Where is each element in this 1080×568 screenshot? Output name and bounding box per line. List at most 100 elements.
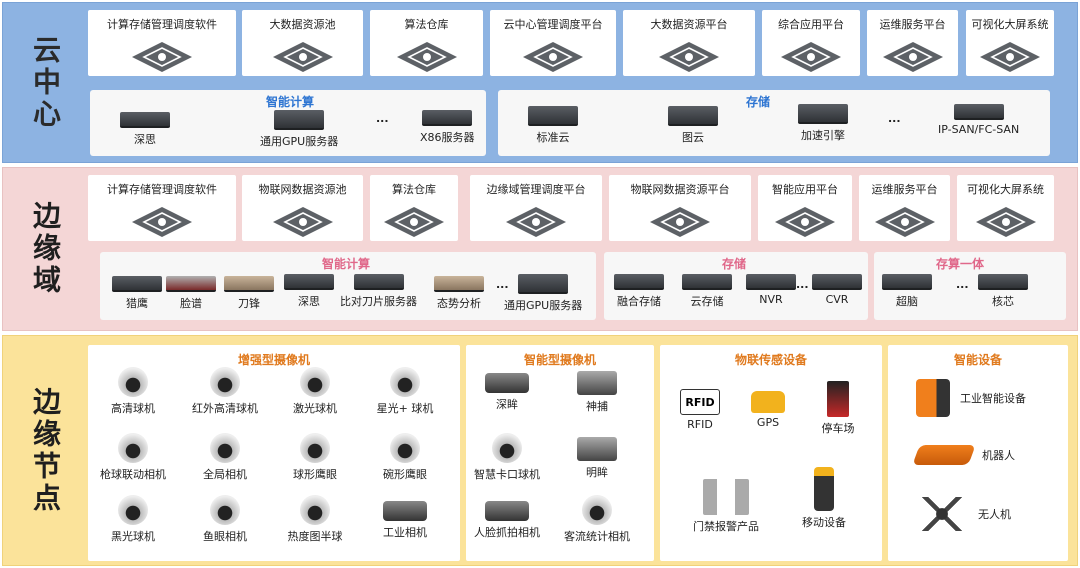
camera-item[interactable]: 热度图半球 <box>280 495 350 544</box>
edge-compute-panel: 智能计算猎鹰脸谱刀锋深思比对刀片服务器态势分析...通用GPU服务器 <box>100 252 596 320</box>
device[interactable]: 比对刀片服务器 <box>340 274 417 309</box>
device[interactable]: NVR <box>746 274 796 306</box>
camera-item[interactable]: 球形鹰眼 <box>280 433 350 482</box>
platform-icon-wrap <box>657 40 721 78</box>
camera-item[interactable]: 工业相机 <box>370 495 440 540</box>
device-label: 深思 <box>134 133 156 146</box>
iot-item[interactable]: GPS <box>732 391 804 429</box>
parking-icon <box>827 381 849 417</box>
device[interactable]: IP-SAN/FC-SAN <box>938 104 1019 136</box>
software-box[interactable]: 计算存储管理调度软件 <box>88 175 236 241</box>
camera-item[interactable]: 高清球机 <box>98 367 168 416</box>
device[interactable]: 标准云 <box>528 106 578 145</box>
camera-dome-icon <box>300 433 330 463</box>
camera-item[interactable]: 客流统计相机 <box>562 495 632 544</box>
software-box[interactable]: 计算存储管理调度软件 <box>88 10 236 76</box>
camera-item[interactable]: 黑光球机 <box>98 495 168 544</box>
device[interactable]: 通用GPU服务器 <box>260 110 338 149</box>
camera-item[interactable]: 明眸 <box>562 433 632 480</box>
camera-bullet-icon <box>485 373 529 393</box>
server-icon <box>353 274 404 290</box>
software-box[interactable]: 物联网数据资源平台 <box>609 175 751 241</box>
device[interactable]: 深思 <box>284 274 334 309</box>
device[interactable]: ... <box>376 98 389 125</box>
device[interactable]: 图云 <box>668 106 718 145</box>
platform-icon-wrap <box>271 205 335 243</box>
ellipsis: ... <box>888 112 901 125</box>
iot-item[interactable]: 移动设备 <box>788 467 860 530</box>
camera-item[interactable]: 全局相机 <box>190 433 260 482</box>
camera-item[interactable]: 星光+ 球机 <box>370 367 440 416</box>
software-box[interactable]: 综合应用平台 <box>762 10 860 76</box>
device[interactable]: 脸谱 <box>166 276 216 311</box>
smart-device-item[interactable]: 工业智能设备 <box>916 379 1026 417</box>
device[interactable]: 核芯 <box>978 274 1028 309</box>
industrial-device-icon <box>916 379 950 417</box>
server-icon <box>120 112 170 128</box>
camera-item[interactable]: 枪球联动相机 <box>98 433 168 482</box>
device[interactable]: ... <box>796 264 809 291</box>
software-label: 可视化大屏系统 <box>967 183 1044 196</box>
camera-item[interactable]: 神捕 <box>562 367 632 414</box>
camera-item[interactable]: 深眸 <box>472 367 542 412</box>
camera-item[interactable]: 激光球机 <box>280 367 350 416</box>
camera-item[interactable]: 红外高清球机 <box>190 367 260 416</box>
software-box[interactable]: 可视化大屏系统 <box>957 175 1054 241</box>
platform-icon-wrap <box>504 205 568 243</box>
device[interactable]: 深思 <box>120 112 170 147</box>
device[interactable]: ... <box>888 98 901 125</box>
device-label: 态势分析 <box>437 297 481 310</box>
device-label: 脸谱 <box>180 297 202 310</box>
camera-item[interactable]: 智慧卡口球机 <box>472 433 542 482</box>
software-box[interactable]: 云中心管理调度平台 <box>490 10 616 76</box>
device[interactable]: X86服务器 <box>420 110 475 145</box>
platform-icon-wrap <box>130 205 194 243</box>
device[interactable]: 刀锋 <box>224 276 274 311</box>
device[interactable]: 加速引擎 <box>798 104 848 143</box>
device[interactable]: ... <box>956 264 969 291</box>
software-label: 边缘域管理调度平台 <box>486 183 586 196</box>
smart-device-item[interactable]: 机器人 <box>912 445 1015 465</box>
smart-device-item[interactable]: 无人机 <box>916 497 1011 531</box>
device[interactable]: 融合存储 <box>614 274 664 309</box>
server-icon <box>224 276 274 292</box>
device-label: 超脑 <box>896 295 918 308</box>
software-box[interactable]: 物联网数据资源池 <box>242 175 363 241</box>
panel-title: 智能计算 <box>266 95 315 109</box>
software-box[interactable]: 智能应用平台 <box>758 175 852 241</box>
device-label: X86服务器 <box>420 131 475 144</box>
platform-icon-wrap <box>130 40 194 78</box>
device[interactable]: 猎鹰 <box>112 276 162 311</box>
software-box[interactable]: 运维服务平台 <box>867 10 958 76</box>
device[interactable]: 超脑 <box>882 274 932 309</box>
diamond-platform-icon <box>272 207 333 237</box>
device[interactable]: ... <box>496 264 509 291</box>
diamond-platform-icon <box>506 207 566 237</box>
camera-item[interactable]: 人脸抓拍相机 <box>472 495 542 540</box>
camera-item[interactable]: 碗形鹰眼 <box>370 433 440 482</box>
device[interactable]: CVR <box>812 274 862 306</box>
software-box[interactable]: 算法仓库 <box>370 175 458 241</box>
camera-item[interactable]: 鱼眼相机 <box>190 495 260 544</box>
software-label: 综合应用平台 <box>778 18 844 31</box>
software-box[interactable]: 边缘域管理调度平台 <box>470 175 602 241</box>
software-box[interactable]: 可视化大屏系统 <box>966 10 1054 76</box>
software-box[interactable]: 算法仓库 <box>370 10 483 76</box>
software-label: 云中心管理调度平台 <box>503 18 603 31</box>
software-box[interactable]: 大数据资源池 <box>242 10 363 76</box>
section-title: 智能型摄像机 <box>523 353 596 367</box>
camera-label: 全局相机 <box>203 468 247 481</box>
enhanced-camera-box: 增强型摄像机高清球机红外高清球机激光球机星光+ 球机枪球联动相机全局相机球形鹰眼… <box>88 345 460 561</box>
smart-device-label: 机器人 <box>982 449 1015 462</box>
device[interactable]: 云存储 <box>682 274 732 309</box>
camera-dome-icon <box>118 495 148 525</box>
iot-item[interactable]: 停车场 <box>802 381 874 436</box>
device[interactable]: 态势分析 <box>434 276 484 311</box>
device[interactable]: 通用GPU服务器 <box>504 274 582 313</box>
iot-item[interactable]: 门禁报警产品 <box>690 479 762 534</box>
camera-dome-icon <box>118 367 148 397</box>
software-box[interactable]: 运维服务平台 <box>859 175 950 241</box>
software-box[interactable]: 大数据资源平台 <box>623 10 755 76</box>
